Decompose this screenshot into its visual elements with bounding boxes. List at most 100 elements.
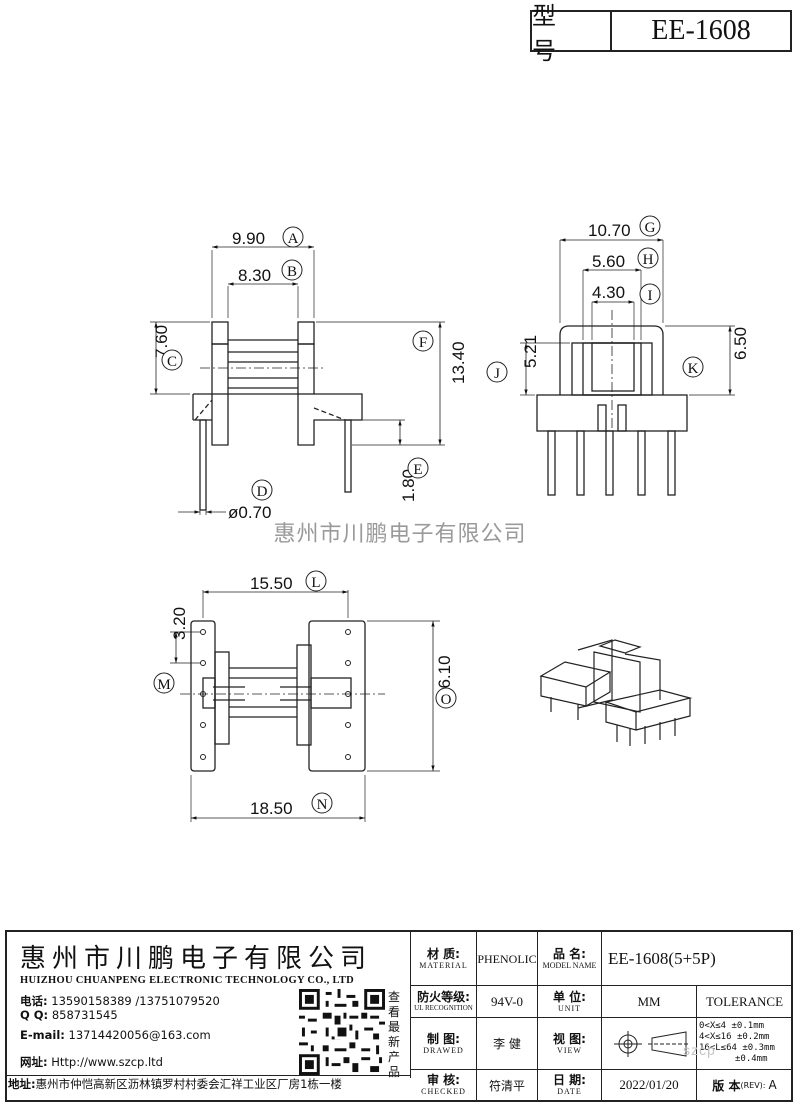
site-watermark: szcp bbox=[683, 1042, 716, 1058]
qq-value: 858731545 bbox=[51, 1008, 118, 1022]
drawn-label-cell: 制 图: DRAWED bbox=[411, 1018, 476, 1069]
callout-B: B bbox=[281, 259, 303, 281]
svg-text:I: I bbox=[648, 288, 653, 304]
dim-I-value: 4.30 bbox=[592, 283, 625, 302]
view-label-cell: 视 图: VIEW bbox=[538, 1018, 601, 1069]
svg-text:M: M bbox=[157, 677, 170, 693]
checked-label-cn: 审 核: bbox=[427, 1073, 460, 1087]
checked-label-cell: 审 核: CHECKED bbox=[411, 1070, 476, 1100]
tb-divider bbox=[410, 985, 792, 986]
date-label-cell: 日 期: DATE bbox=[538, 1070, 601, 1100]
unit-value: MM bbox=[637, 993, 661, 1009]
dim-B-value: 8.30 bbox=[238, 266, 271, 285]
rev-value: A bbox=[768, 1078, 777, 1092]
svg-text:N: N bbox=[317, 797, 328, 813]
tb-divider bbox=[537, 932, 538, 1100]
material-label-cell: 材 质: MATERIAL bbox=[411, 933, 476, 985]
unit-label-en: UNIT bbox=[557, 1003, 582, 1013]
svg-text:D: D bbox=[257, 484, 268, 500]
dim-K-value: 6.50 bbox=[731, 327, 750, 360]
checked-value: 符清平 bbox=[488, 1078, 525, 1093]
ul-label-cn: 防火等级: bbox=[417, 989, 470, 1004]
dim-O-value: 16.10 bbox=[435, 655, 454, 698]
svg-text:O: O bbox=[441, 692, 452, 708]
svg-text:E: E bbox=[413, 462, 422, 478]
callout-A: A bbox=[282, 226, 304, 248]
address-value: 惠州市仲恺高新区沥林镇罗村村委会汇祥工业区厂房1栋一楼 bbox=[35, 1077, 342, 1091]
unit-label-cell: 单 位: UNIT bbox=[538, 986, 601, 1017]
callout-I: I bbox=[639, 283, 661, 305]
callout-C: C bbox=[161, 349, 183, 371]
drawn-label-en: DRAWED bbox=[423, 1045, 464, 1055]
tol-row: 0<X≤4 ±0.1mm bbox=[699, 1021, 765, 1031]
phone-label: 电话: bbox=[20, 994, 48, 1008]
ul-label-cell: 防火等级: UL RECOGNITION bbox=[411, 986, 476, 1017]
dim-L-value: 15.50 bbox=[250, 574, 293, 593]
svg-text:J: J bbox=[494, 366, 500, 382]
rev-label: 版 本 bbox=[712, 1078, 741, 1093]
tol-row: 4<X≤16 ±0.2mm bbox=[699, 1032, 770, 1042]
svg-text:F: F bbox=[419, 335, 427, 351]
dim-A-value: 9.90 bbox=[232, 229, 265, 248]
web-link[interactable]: Http://www.szcp.ltd bbox=[51, 1055, 163, 1069]
date-value: 2022/01/20 bbox=[619, 1077, 679, 1092]
company-name-cn: 惠州市川鹏电子有限公司 bbox=[20, 944, 373, 974]
tol-row: ±0.4mm bbox=[735, 1054, 768, 1064]
view-label-en: VIEW bbox=[557, 1045, 582, 1055]
unit-label-cn: 单 位: bbox=[553, 989, 586, 1004]
web-label: 网址: bbox=[20, 1055, 48, 1069]
date-label-cn: 日 期: bbox=[553, 1073, 586, 1087]
ul-value: 94V-0 bbox=[490, 993, 524, 1009]
address-label: 地址: bbox=[8, 1077, 36, 1091]
title-block bbox=[5, 930, 793, 1102]
dim-J-value: 5.21 bbox=[521, 335, 540, 368]
model-header-box bbox=[530, 10, 792, 52]
dim-D-value: ø0.70 bbox=[228, 503, 271, 522]
svg-text:B: B bbox=[287, 264, 297, 280]
drawn-value: 李 健 bbox=[493, 1037, 521, 1051]
rev-label-en: (REV): bbox=[740, 1080, 766, 1090]
dim-M-value: 3.20 bbox=[170, 607, 189, 640]
dim-F-value: 13.40 bbox=[449, 341, 468, 384]
callout-G: G bbox=[639, 215, 661, 237]
tb-divider bbox=[410, 932, 411, 1078]
tb-divider bbox=[6, 1075, 410, 1076]
isometric-view bbox=[539, 639, 693, 746]
dim-N-value: 18.50 bbox=[250, 799, 293, 818]
drawn-label-cn: 制 图: bbox=[427, 1031, 460, 1046]
dim-G-value: 10.70 bbox=[588, 221, 631, 240]
company-name-en: HUIZHOU CHUANPENG ELECTRONIC TECHNOLOGY … bbox=[20, 975, 355, 986]
web-row: 网址: Http://www.szcp.ltd bbox=[20, 1054, 163, 1070]
material-value: PHENOLIC bbox=[477, 951, 537, 966]
tb-divider bbox=[476, 932, 477, 1100]
tolerance-label: TOLERANCE bbox=[705, 993, 784, 1009]
technical-drawing: 9.90 8.30 7.60 ø0.70 1.80 13.40 10.70 5.… bbox=[150, 215, 750, 822]
company-watermark: 惠州市川鹏电子有限公司 bbox=[273, 522, 527, 547]
dim-C-value: 7.60 bbox=[152, 325, 171, 358]
svg-text:G: G bbox=[645, 220, 656, 236]
callout-H: H bbox=[637, 247, 659, 269]
side-view bbox=[520, 238, 735, 496]
model-value: EE-1608 bbox=[651, 15, 751, 46]
checked-label-en: CHECKED bbox=[421, 1087, 466, 1096]
ul-label-en: UL RECOGNITION bbox=[414, 1003, 473, 1012]
callout-N: N bbox=[311, 792, 333, 814]
callout-D: D bbox=[251, 479, 273, 501]
qq-row: Q Q: 858731545 bbox=[20, 1008, 118, 1022]
callout-F: F bbox=[412, 330, 434, 352]
callout-E: E bbox=[407, 457, 429, 479]
phone-row: 电话: 13590158389 /13751079520 bbox=[20, 993, 220, 1009]
callout-L: L bbox=[305, 570, 327, 592]
email-value[interactable]: 13714420056@163.com bbox=[68, 1028, 211, 1042]
callout-K: K bbox=[682, 356, 704, 378]
address-row: 地址:惠州市仲恺高新区沥林镇罗村村委会汇祥工业区厂房1栋一楼 bbox=[8, 1076, 342, 1092]
qr-caption: 查看最新产品 bbox=[388, 990, 401, 1079]
bottom-view bbox=[170, 590, 440, 822]
partname-label-cn: 品 名: bbox=[553, 947, 586, 961]
qr-code-image[interactable] bbox=[299, 989, 385, 1075]
material-label-en: MATERIAL bbox=[419, 961, 468, 970]
svg-text:H: H bbox=[643, 252, 654, 268]
tb-divider bbox=[696, 985, 697, 1100]
svg-text:K: K bbox=[688, 361, 699, 377]
